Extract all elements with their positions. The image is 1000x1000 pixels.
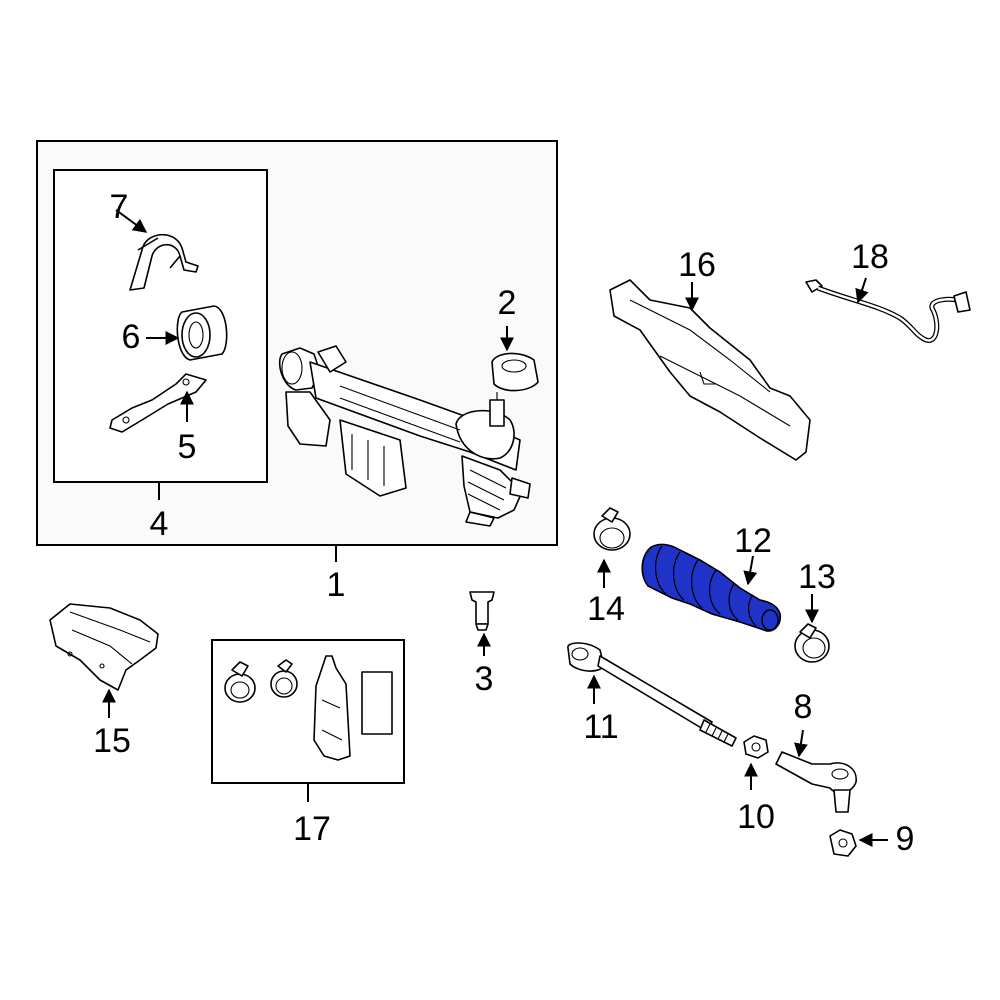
callout-13: 13: [798, 558, 836, 596]
callout-12: 12: [734, 522, 772, 560]
part-8-tie-rod-end[interactable]: [775, 751, 857, 813]
leader-12: [743, 555, 758, 586]
leader-7: [115, 209, 148, 233]
part-18-harness[interactable]: [805, 279, 971, 343]
part-13-clamp[interactable]: [794, 623, 830, 663]
part-12-bellows-boot[interactable]: [641, 543, 782, 632]
callout-16: 16: [678, 246, 716, 284]
callout-7: 7: [110, 188, 129, 226]
leader-8: [793, 729, 808, 758]
part-3-plug[interactable]: [469, 591, 495, 631]
part-10-jam-nut[interactable]: [743, 735, 769, 759]
part-11-inner-tie-rod[interactable]: [567, 642, 737, 747]
leader-18: [855, 277, 869, 304]
callout-17: 17: [293, 810, 331, 848]
part-16-heat-shield[interactable]: [609, 279, 811, 461]
part-7-clamp[interactable]: [129, 233, 199, 291]
callout-5: 5: [178, 428, 197, 466]
part-6-bushing[interactable]: [176, 305, 228, 361]
callout-11: 11: [583, 708, 618, 746]
callout-9: 9: [896, 820, 915, 858]
callout-18: 18: [851, 238, 889, 276]
part-14-clamp[interactable]: [593, 507, 631, 551]
callout-15: 15: [93, 722, 131, 760]
callout-14: 14: [587, 590, 625, 628]
part-15-shield[interactable]: [49, 603, 159, 691]
callout-6: 6: [122, 318, 141, 356]
mount-kit-box: [53, 169, 268, 483]
callout-1: 1: [327, 566, 346, 604]
callout-2: 2: [498, 284, 517, 322]
callout-4: 4: [150, 505, 169, 543]
callout-3: 3: [475, 660, 494, 698]
part-9-nut[interactable]: [829, 829, 857, 857]
part-17-kit-contents[interactable]: [224, 655, 393, 761]
callout-8: 8: [794, 688, 813, 726]
part-5-bracket[interactable]: [109, 373, 207, 433]
part-1-steering-rack[interactable]: [278, 345, 531, 527]
part-2-grommet[interactable]: [491, 352, 539, 392]
callout-10: 10: [737, 798, 775, 836]
